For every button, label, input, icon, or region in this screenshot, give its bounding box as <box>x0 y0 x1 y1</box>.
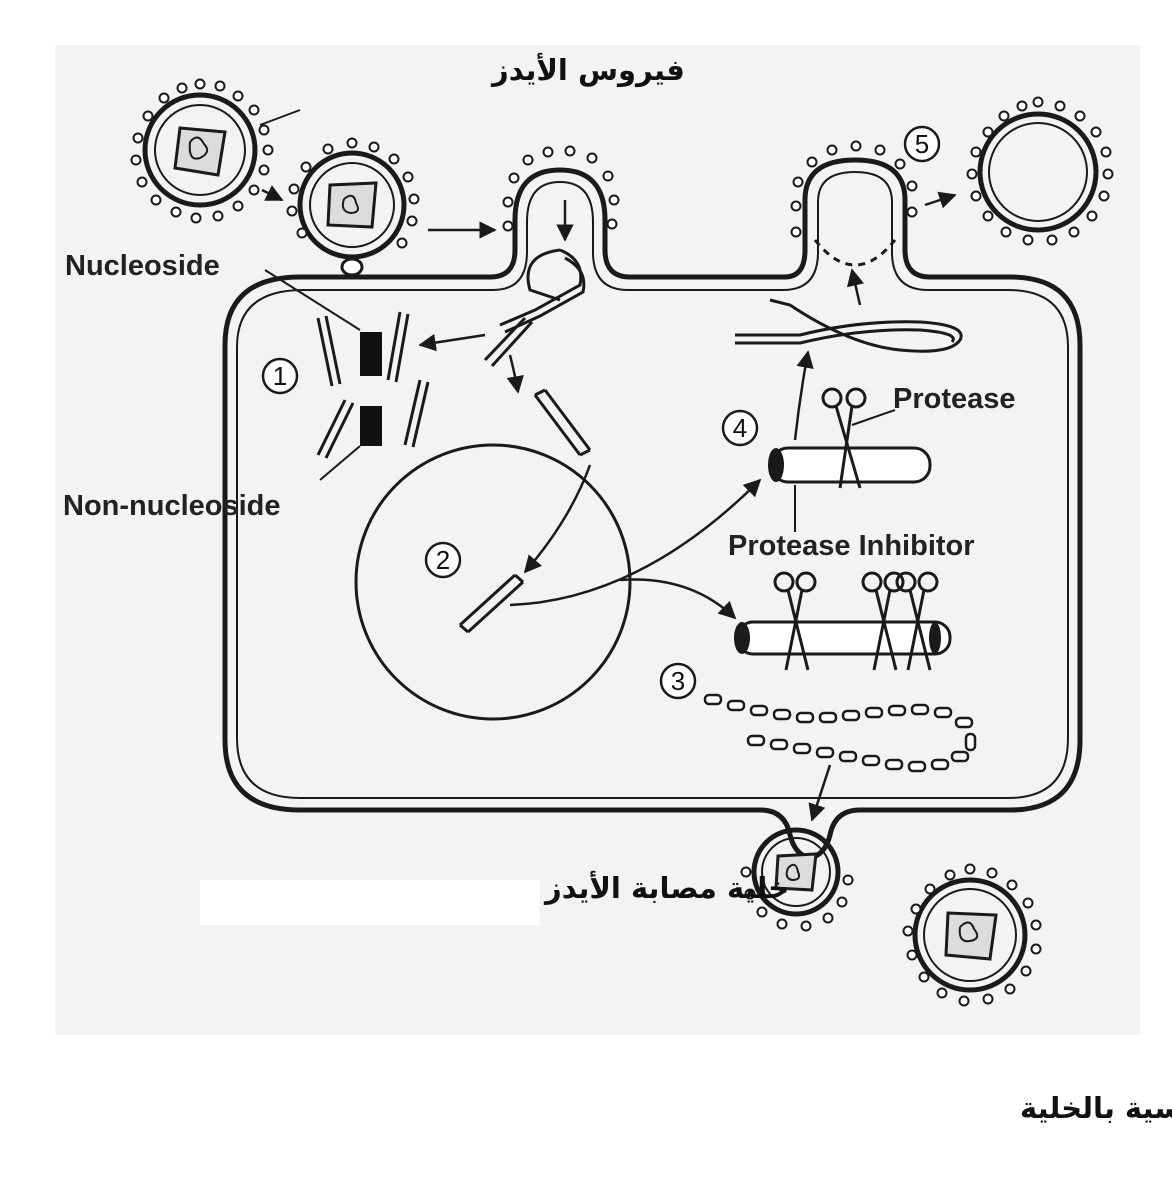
dna-segment-nucleus <box>458 573 525 634</box>
label-leader-lines <box>259 109 896 532</box>
arrow-to-nucleus <box>523 464 592 574</box>
reverse-transcription-fragments <box>316 311 430 459</box>
cell-membrane <box>222 157 1083 861</box>
step-marker-5: 5 <box>903 125 941 163</box>
hiv-virus-free <box>130 78 274 224</box>
arrow-to-rt <box>418 333 486 352</box>
process-arrows <box>261 185 957 822</box>
cell-membrane-inner <box>236 170 1069 799</box>
hiv-virus-mature-bottom <box>902 863 1042 1007</box>
step-marker-4: 4 <box>721 409 759 447</box>
protease-label: Protease <box>893 383 1016 415</box>
nucleoside-inhibitor-block <box>360 332 382 376</box>
protease-scissors-icon <box>821 387 867 489</box>
arrow-to-blocked <box>619 578 737 620</box>
arrow-to-polyprotein <box>509 478 762 607</box>
viral-rna-loop <box>483 248 586 368</box>
dna-segment-cytoplasm <box>533 388 592 457</box>
new-viral-rna-chain <box>703 693 977 773</box>
figure-caption: العلاج الحالي الناجح يضرب ثلاث عوامل فير… <box>1020 1091 1172 1125</box>
protease-inhibitor-label: Protease Inhibitor <box>728 530 975 562</box>
nucleoside-label: Nucleoside <box>65 250 220 282</box>
step-marker-3: 3 <box>659 662 697 700</box>
inhibited-protease-scissors-icons <box>773 571 939 671</box>
svg-text:3: 3 <box>671 666 685 696</box>
svg-text:4: 4 <box>733 413 747 443</box>
arrow-to-bottom-bud <box>808 764 832 822</box>
arrow-approach <box>261 185 284 202</box>
arrow-to-dna <box>506 354 524 394</box>
arrow-release <box>924 191 957 209</box>
budding-envelope-dashed <box>813 239 897 267</box>
svg-text:1: 1 <box>273 361 287 391</box>
hiv-virus-budding-bottom <box>740 827 854 932</box>
step-marker-1: 1 <box>261 357 299 395</box>
non-nucleoside-inhibitor-block <box>360 406 382 446</box>
svg-text:2: 2 <box>436 545 450 575</box>
svg-text:5: 5 <box>915 129 929 159</box>
mature-viral-protein-loop <box>735 298 963 353</box>
nucleus <box>354 443 632 721</box>
non-nucleoside-label: Non-nucleoside <box>63 490 281 522</box>
hiv-virus-released <box>966 96 1114 246</box>
step-marker-2: 2 <box>424 541 462 579</box>
hiv-virus-attaching <box>286 137 420 277</box>
virus-title-label: فيروس الأيدز <box>490 52 685 87</box>
infected-cell-label: خلية مصابة الأيدز <box>543 870 789 905</box>
arrow-to-budding <box>846 268 865 306</box>
label-patch <box>200 880 540 925</box>
arrow-to-maturation <box>793 350 814 441</box>
polyprotein-tube <box>768 446 932 484</box>
